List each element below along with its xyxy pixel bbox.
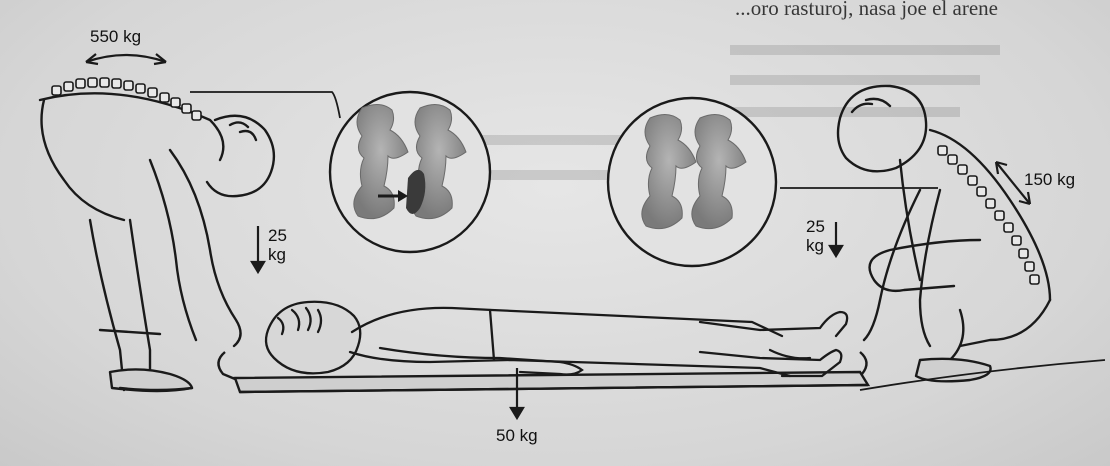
left-vertebra-magnifier bbox=[330, 92, 490, 252]
right-vertebra-magnifier bbox=[608, 98, 776, 266]
left-hand-load-unit: kg bbox=[268, 245, 286, 265]
left-hand-down-arrow-icon bbox=[252, 226, 264, 272]
left-spine-load-label: 550 kg bbox=[90, 27, 141, 47]
right-spine bbox=[938, 146, 1039, 284]
right-spine-load-label: 150 kg bbox=[1024, 170, 1075, 190]
right-hand-load-unit: kg bbox=[806, 236, 824, 256]
right-hand-down-arrow-icon bbox=[830, 222, 842, 256]
left-spine bbox=[52, 78, 201, 120]
patient bbox=[266, 302, 847, 376]
patient-load-label: 50 kg bbox=[496, 426, 538, 446]
right-hand-load-value: 25 bbox=[806, 217, 825, 237]
left-hand-load-value: 25 bbox=[268, 226, 287, 246]
left-spine-double-arrow-icon bbox=[86, 54, 166, 64]
left-lifter bbox=[40, 93, 274, 391]
right-lifter bbox=[838, 86, 1050, 381]
